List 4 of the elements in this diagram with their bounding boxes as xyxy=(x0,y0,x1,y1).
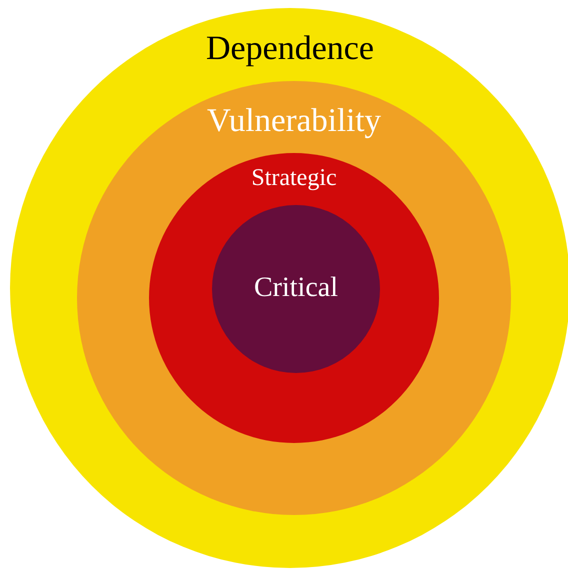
ring-label: Critical xyxy=(254,272,338,304)
ring-label: Dependence xyxy=(206,30,374,68)
ring-label: Vulnerability xyxy=(207,103,381,140)
ring-label: Strategic xyxy=(251,165,337,192)
